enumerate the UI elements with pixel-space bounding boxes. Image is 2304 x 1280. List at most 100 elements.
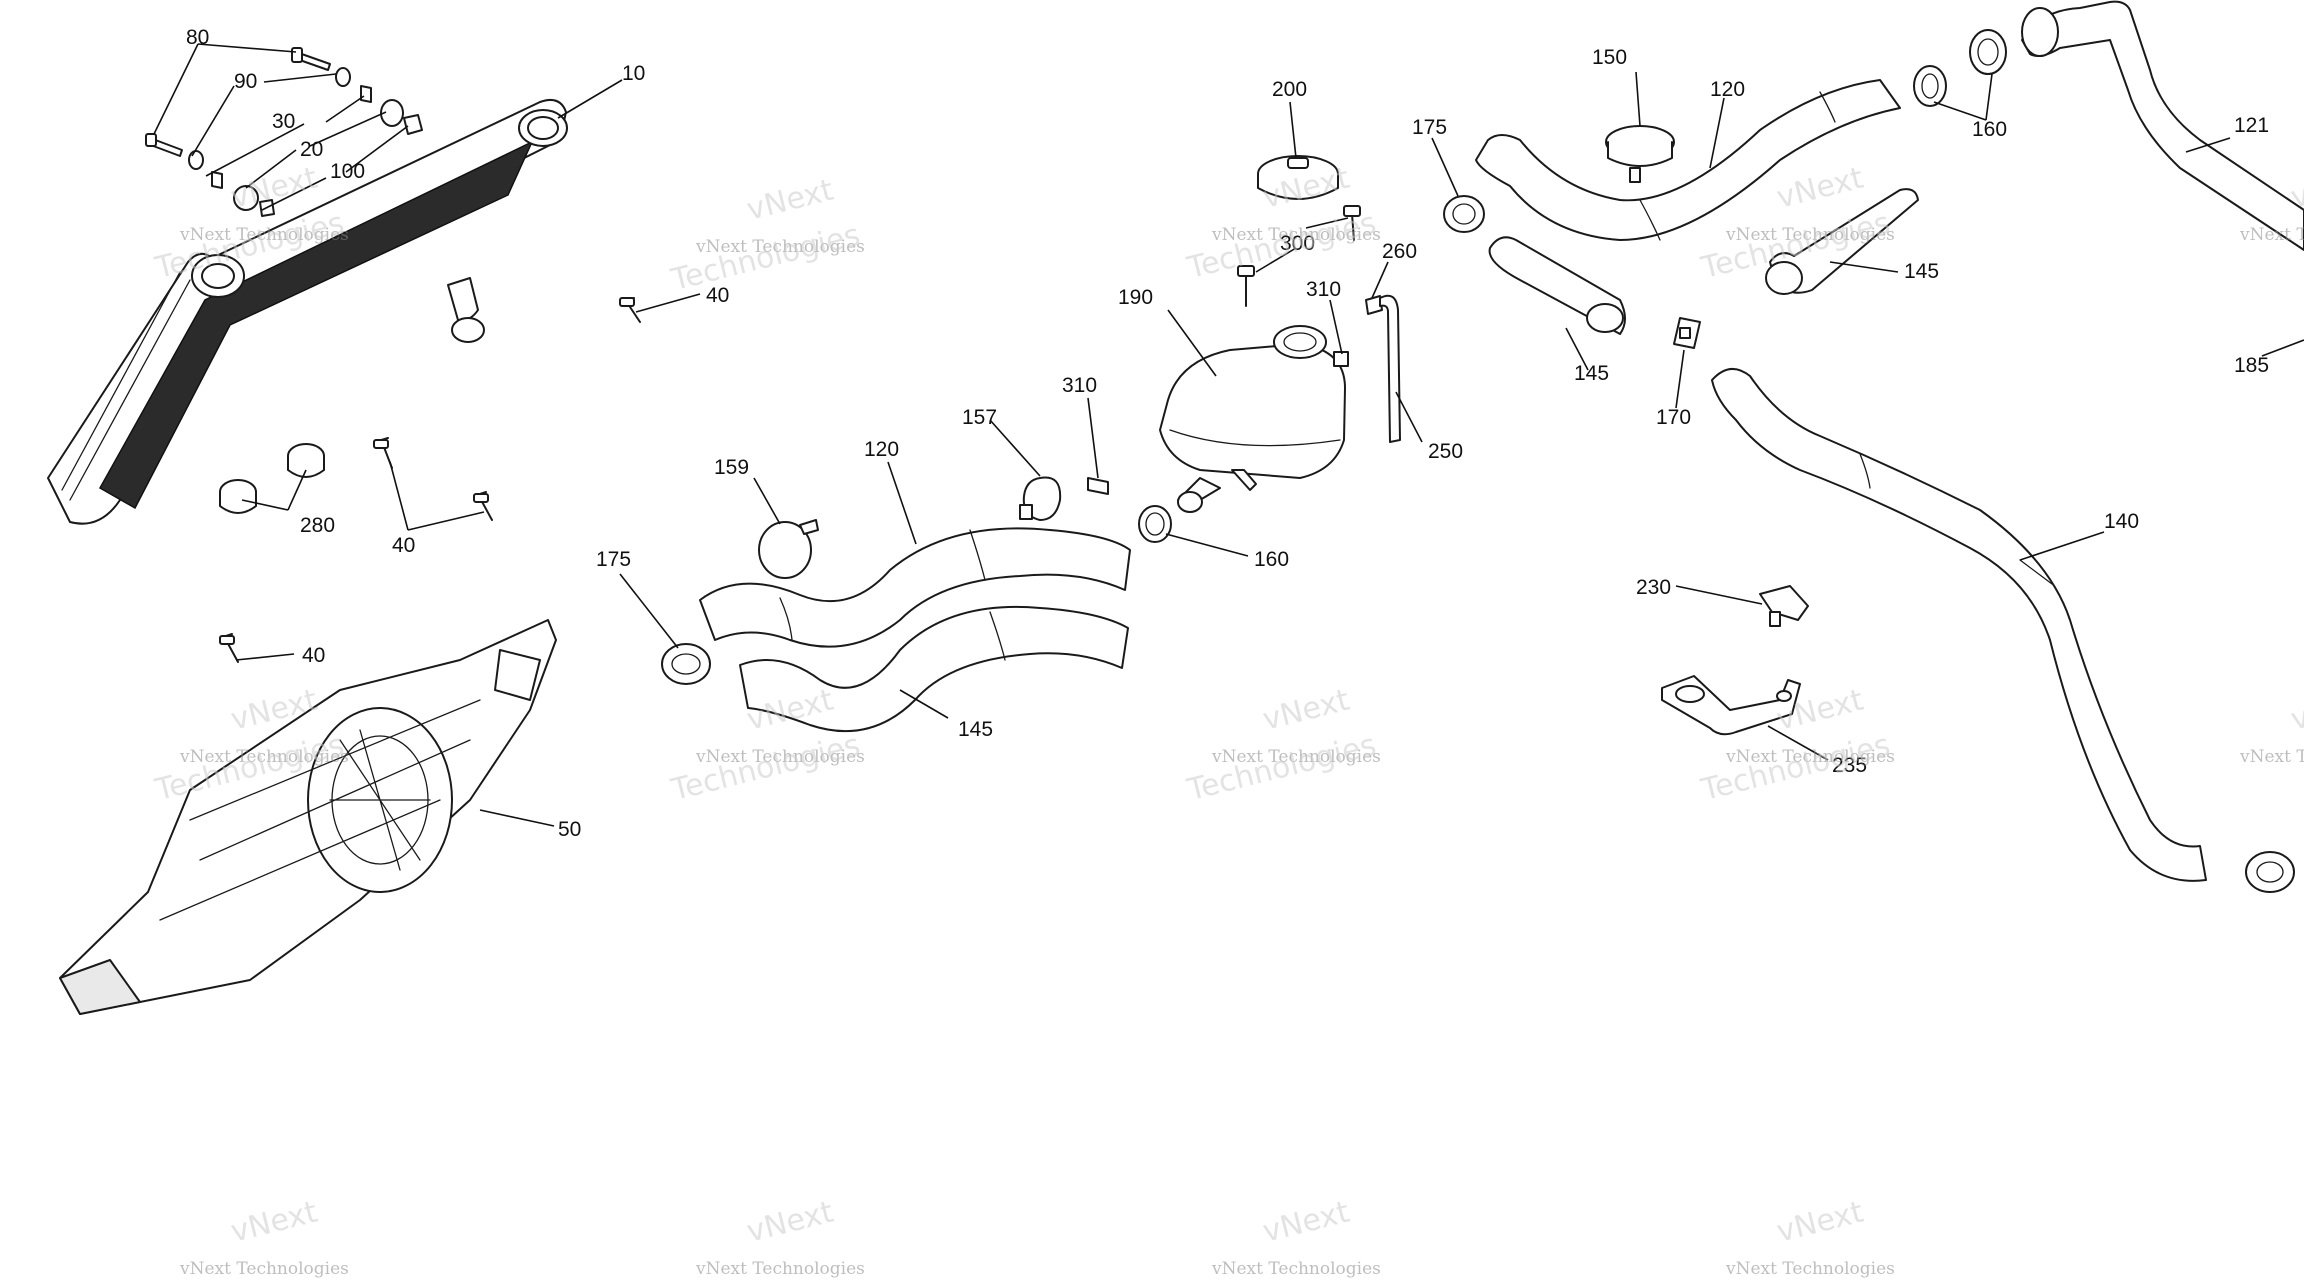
watermark: vNext Technologies vNext [179, 1195, 349, 1279]
svg-text:vNext Technologies: vNext Technologies [1211, 1259, 1381, 1279]
svg-text:vNext Technologies: vNext Technologies [1725, 747, 1895, 767]
svg-text:vNext: vNext [227, 161, 321, 216]
callout-235: 235 [1832, 754, 1867, 777]
callout-280: 280 [300, 514, 335, 537]
svg-text:vNext Technologies: vNext Technologies [2239, 747, 2304, 767]
svg-text:vNext Technologies: vNext Technologies [695, 237, 865, 257]
clamp-175-upper [1443, 195, 1485, 233]
radiator-cap-200 [1257, 155, 1339, 200]
svg-text:vNext Technologies: vNext Technologies [1725, 1259, 1895, 1279]
fitting-260 [1365, 295, 1383, 315]
callout-20: 20 [300, 138, 323, 161]
svg-text:vNext: vNext [227, 1195, 321, 1250]
callout-310-a: 310 [1062, 374, 1097, 397]
callout-185: 185 [2234, 354, 2269, 377]
svg-text:vNext Technologies: vNext Technologies [179, 1259, 349, 1279]
callout-120-b: 120 [1710, 78, 1745, 101]
svg-text:vNext: vNext [743, 1195, 837, 1250]
clamp-159 [758, 519, 819, 579]
callout-30: 30 [272, 110, 295, 133]
clamp-150 [1605, 125, 1675, 183]
grommet-280 [219, 443, 325, 514]
callout-140: 140 [2104, 510, 2139, 533]
watermark: vNext Technologies vNext [695, 1195, 865, 1279]
svg-text:vNext Technologies: vNext Technologies [1211, 747, 1381, 767]
callout-200: 200 [1272, 78, 1307, 101]
callout-260: 260 [1382, 240, 1417, 263]
svg-text:vNext Technologies: vNext Technologies [1211, 225, 1381, 245]
svg-text:vNext: vNext [743, 173, 837, 228]
svg-text:vNext Technologies: vNext Technologies [179, 225, 349, 245]
callout-145-c: 145 [1904, 260, 1939, 283]
clamp-157 [1019, 476, 1062, 521]
callout-80: 80 [186, 26, 209, 49]
callout-100: 100 [330, 160, 365, 183]
svg-text:vNext Technologies: vNext Technologies [695, 1259, 865, 1279]
callout-90: 90 [234, 70, 257, 93]
hose-145-upper-right [1765, 188, 1919, 295]
svg-text:Technologies: Technologies [1183, 205, 1379, 286]
leader-lines [153, 43, 2304, 827]
hose-145-upper-left [1488, 236, 1626, 335]
watermark: vNext Technologies vNext [2239, 683, 2304, 767]
hose-120-lower [699, 527, 1131, 648]
callout-50: 50 [558, 818, 581, 841]
clip-230 [1759, 585, 1809, 627]
svg-text:vNext: vNext [1773, 1195, 1867, 1250]
ring-160 [1138, 505, 1172, 543]
svg-text:vNext Technologies: vNext Technologies [179, 747, 349, 767]
fan-shroud-assembly [59, 619, 557, 1015]
bolt-40-group [219, 297, 641, 663]
expansion-tank [1159, 325, 1349, 513]
callout-230: 230 [1636, 576, 1671, 599]
svg-text:vNext Technologies: vNext Technologies [1725, 225, 1895, 245]
bolt-300 [1237, 205, 1361, 307]
radiator-mounting-hardware [145, 47, 423, 217]
radiator [47, 99, 568, 525]
callout-40-a: 40 [706, 284, 729, 307]
hose-120-upper [1475, 79, 1901, 241]
watermark: vNext Technologies vNext [1725, 1195, 1895, 1279]
svg-text:vNext Technologies: vNext Technologies [2239, 225, 2304, 245]
callout-160-a: 160 [1254, 548, 1289, 571]
callout-157: 157 [962, 406, 997, 429]
callout-145-a: 145 [958, 718, 993, 741]
rings-160-upper [1913, 29, 2007, 107]
callout-190: 190 [1118, 286, 1153, 309]
clip-170 [1673, 317, 1701, 349]
hose-250 [1379, 294, 1401, 443]
hose-145-lower [739, 605, 1129, 733]
callout-175-a: 175 [596, 548, 631, 571]
clamp-175-lower-right [2245, 851, 2295, 893]
callout-150: 150 [1592, 46, 1627, 69]
bracket-235 [1661, 675, 1801, 736]
callout-159: 159 [714, 456, 749, 479]
callout-300: 300 [1280, 232, 1315, 255]
callout-145-b: 145 [1574, 362, 1609, 385]
callout-250: 250 [1428, 440, 1463, 463]
callout-40-c: 40 [302, 644, 325, 667]
hose-121 [2021, 0, 2304, 251]
callout-121: 121 [2234, 114, 2269, 137]
callout-175-b: 175 [1412, 116, 1447, 139]
callout-120-a: 120 [864, 438, 899, 461]
svg-text:vNext: vNext [2287, 683, 2304, 738]
callout-labels: 10 20 30 40 40 40 50 80 90 100 120 120 1… [186, 26, 2269, 841]
svg-text:vNext: vNext [1259, 1195, 1353, 1250]
clip-310 [1087, 477, 1109, 495]
hose-140 [1711, 368, 2207, 882]
svg-text:Technologies: Technologies [1697, 727, 1893, 808]
callout-10: 10 [622, 62, 645, 85]
svg-text:Technologies: Technologies [1183, 727, 1379, 808]
watermark: vNext Technologies vNext [1211, 1195, 1381, 1279]
callout-170: 170 [1656, 406, 1691, 429]
callout-40-b: 40 [392, 534, 415, 557]
callout-310-b: 310 [1306, 278, 1341, 301]
callout-160-b: 160 [1972, 118, 2007, 141]
svg-text:vNext: vNext [1773, 161, 1867, 216]
svg-text:vNext Technologies: vNext Technologies [695, 747, 865, 767]
svg-text:Technologies: Technologies [667, 727, 863, 808]
